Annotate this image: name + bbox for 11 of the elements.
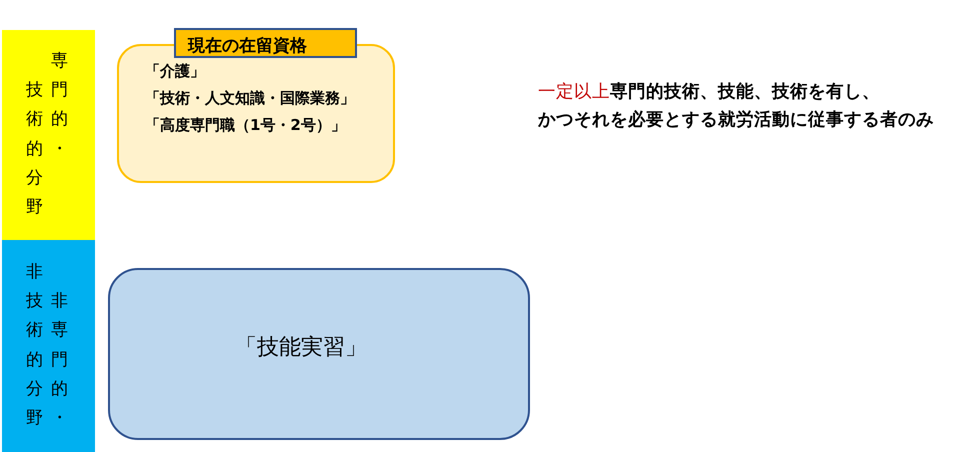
list-item: 「高度専門職（1号・2号）」 xyxy=(145,115,346,136)
heading-tab: 現在の在留資格 xyxy=(174,28,357,58)
category-band xyxy=(2,30,95,240)
band-label: 非専門的・非技術的分野 xyxy=(25,261,69,430)
list-item: 「技術・人文知識・国際業務」 xyxy=(145,88,355,109)
band-label: 専門的・技術的分野 xyxy=(25,50,69,219)
category-band xyxy=(2,240,95,452)
note-text: 一定以上専門的技術、技能、技術を有し、かつそれを必要とする就労活動に従事する者のみ xyxy=(538,81,935,132)
info-panel xyxy=(108,268,530,440)
panel-label: 「技能実習」 xyxy=(235,334,367,362)
list-item: 「介護」 xyxy=(145,61,205,82)
